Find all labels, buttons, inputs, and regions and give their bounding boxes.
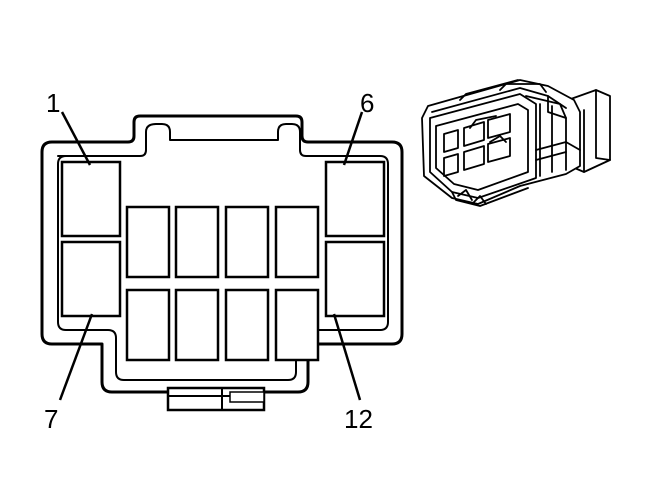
connector-front-face bbox=[429, 93, 537, 199]
connector-face: 1 6 7 12 bbox=[40, 88, 404, 434]
cavity-pin-9 bbox=[174, 288, 220, 362]
connector-inner-housing bbox=[57, 123, 389, 381]
cavity-pin-1 bbox=[60, 160, 122, 238]
cavity-pin-10 bbox=[224, 288, 270, 362]
cavity-pin-7 bbox=[60, 240, 122, 318]
leader-pin-12 bbox=[332, 313, 362, 401]
leader-pin-7 bbox=[58, 313, 94, 401]
connector-isometric-view bbox=[421, 79, 611, 207]
cavity-pin-6 bbox=[324, 160, 386, 238]
pin-label-12: 12 bbox=[344, 404, 373, 434]
cavity-pin-8 bbox=[125, 288, 171, 362]
cavity-pin-2 bbox=[125, 205, 171, 279]
connector-outer-housing bbox=[40, 114, 404, 394]
cavity-pin-12 bbox=[324, 240, 386, 318]
leader-pin-1 bbox=[60, 111, 92, 166]
cavity-pin-3 bbox=[174, 205, 220, 279]
pin-label-7: 7 bbox=[44, 404, 58, 434]
leader-pin-6 bbox=[342, 111, 364, 166]
cavity-pin-4 bbox=[224, 205, 270, 279]
latch-tab bbox=[166, 386, 266, 412]
pin-label-6: 6 bbox=[360, 88, 374, 118]
pin-label-1: 1 bbox=[46, 88, 60, 118]
cavity-pin-11 bbox=[274, 288, 320, 362]
cavity-pin-5 bbox=[274, 205, 320, 279]
